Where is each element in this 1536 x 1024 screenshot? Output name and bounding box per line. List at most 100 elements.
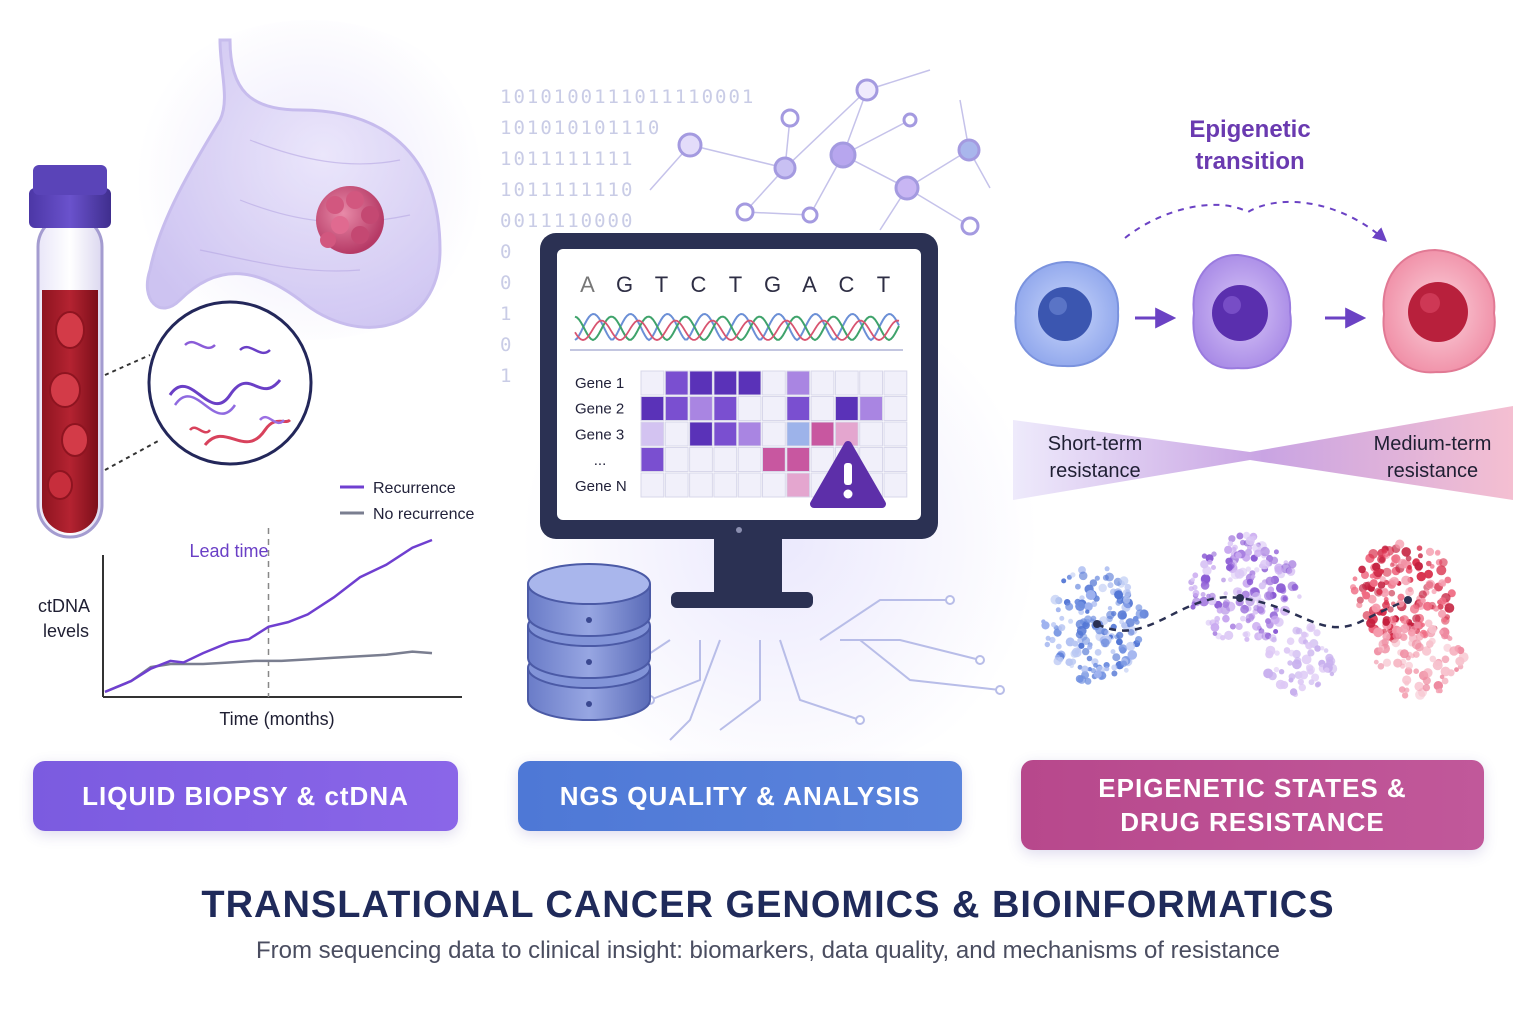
cell-dot	[1423, 668, 1433, 678]
cell-dot	[1369, 573, 1375, 579]
cell-dot	[1299, 670, 1309, 680]
cell-dot	[1442, 618, 1447, 623]
cell-dot	[1405, 661, 1413, 670]
ngs-label-text: NGS QUALITY & ANALYSIS	[559, 780, 921, 811]
cell-dot	[1078, 571, 1088, 581]
cell-dot	[1114, 634, 1120, 640]
cell-dot	[1291, 583, 1299, 591]
cell-dot	[1415, 632, 1424, 641]
cell-dot	[1216, 607, 1223, 614]
cell-dot	[1104, 566, 1110, 572]
gene-label: Gene N	[575, 478, 627, 495]
binary-stream: 1010100111011110001101010101110101111111…	[500, 86, 753, 387]
cell-dot	[1438, 609, 1446, 618]
cell-dot	[1393, 658, 1403, 668]
cell-dot	[1382, 658, 1392, 667]
cell-dot	[1391, 554, 1401, 564]
cell-dot	[1377, 663, 1385, 670]
cell-dot	[1273, 549, 1279, 555]
cell-dot	[1055, 607, 1061, 613]
chart-y-label: ctDNA levels	[38, 596, 94, 641]
cell-dot	[1251, 574, 1256, 579]
cell-dot	[1119, 619, 1124, 625]
cell-dot	[1420, 622, 1425, 628]
cell-dot	[1077, 675, 1087, 684]
heatmap-cell	[737, 447, 762, 472]
cell-dot	[1059, 615, 1065, 621]
cell-dot	[1402, 692, 1408, 699]
cell-dot	[1273, 629, 1279, 634]
cell-dot	[1278, 669, 1285, 675]
cell-dot	[1441, 655, 1450, 664]
cell-dot	[1306, 622, 1316, 633]
cell-dot	[1421, 646, 1432, 656]
series-recurrence-line	[104, 538, 433, 694]
cell-dot	[1404, 687, 1410, 693]
cell-dot	[1401, 575, 1411, 586]
cell-dot	[1205, 554, 1214, 563]
cell-dot	[1111, 670, 1118, 677]
cell-dot	[1439, 597, 1447, 605]
cell-dot	[1301, 631, 1308, 638]
cell-dot	[1301, 654, 1312, 665]
cell-dot	[1229, 623, 1236, 630]
cell-dot	[1075, 601, 1085, 611]
cell-dot	[1366, 618, 1376, 628]
cell-dot	[1236, 590, 1242, 595]
cell-dot	[1326, 659, 1334, 667]
cell-dot	[1424, 619, 1433, 628]
heatmap-cell	[859, 370, 884, 396]
cell-dot	[1404, 680, 1410, 686]
cell-dot	[1382, 618, 1390, 626]
heatmap-cell	[786, 370, 811, 396]
cell-dot	[1127, 650, 1138, 660]
cell-dot	[1081, 665, 1089, 673]
cell-dot	[1065, 602, 1074, 611]
heatmap-cell	[762, 421, 786, 447]
cell-dot	[1093, 670, 1102, 679]
cell-dot	[1260, 546, 1270, 557]
cell-dot	[1416, 545, 1423, 551]
cell-dot	[1105, 572, 1114, 582]
cell-dot	[1103, 662, 1110, 669]
heatmap-cell	[689, 421, 713, 447]
cell-dot	[1324, 667, 1330, 673]
transition-dashed-arrow	[1124, 201, 1388, 242]
heatmap-cell	[810, 396, 835, 421]
gene-label: Gene 2	[575, 401, 624, 418]
cell-dot	[1377, 581, 1386, 589]
liquid-biopsy-label-text: LIQUID BIOPSY & ctDNA	[82, 780, 409, 811]
cell-dot	[1107, 606, 1113, 611]
cell-dot	[1311, 673, 1320, 682]
cell-dot	[1235, 552, 1242, 559]
cell-dot	[1202, 566, 1212, 576]
heatmap-cell	[689, 472, 713, 498]
heatmap-cell	[664, 370, 689, 396]
cell-dot	[1382, 567, 1392, 577]
cell-dot	[1267, 586, 1275, 593]
sequence-base: G	[764, 272, 782, 297]
cell-dot	[1084, 602, 1093, 611]
cell-dot	[1400, 615, 1409, 624]
cell-dot	[1122, 588, 1132, 598]
cell-dot	[1247, 545, 1253, 551]
cell-dot	[1207, 559, 1213, 565]
heatmap-cell	[640, 370, 665, 396]
heatmap-cell	[859, 396, 884, 421]
cell-dot	[1240, 615, 1246, 622]
cell-dot	[1286, 637, 1295, 645]
cell-dot	[1352, 576, 1358, 582]
cell-dot	[1391, 638, 1401, 648]
cell-dot	[1200, 581, 1210, 590]
cell-dot	[1072, 640, 1079, 647]
cell-dot	[1396, 599, 1405, 608]
cell-dot	[1228, 563, 1235, 570]
cell-dot	[1224, 545, 1233, 554]
cell-dot	[1124, 583, 1132, 591]
epigenetic-label-line2: DRUG RESISTANCE	[1120, 807, 1385, 837]
heatmap-cell	[640, 421, 665, 447]
cell-dot	[1227, 540, 1234, 547]
cell-dot	[1373, 627, 1383, 638]
